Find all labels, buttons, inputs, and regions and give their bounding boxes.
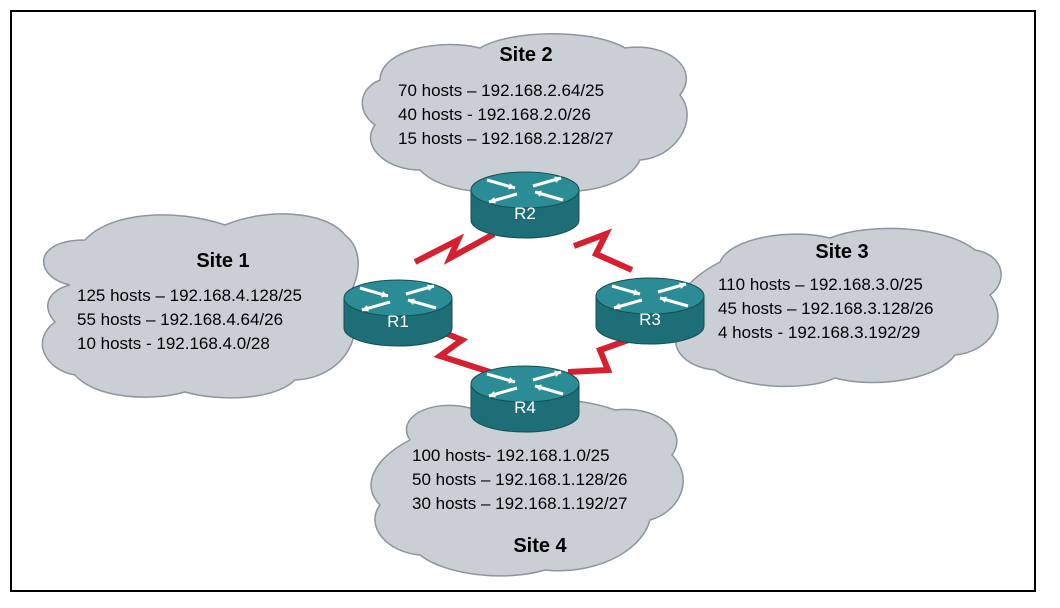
site-1-cloud (41, 213, 359, 399)
site-subnet-line: 10 hosts - 192.168.4.0/28 (77, 334, 270, 353)
site-subnet-line: 125 hosts – 192.168.4.128/25 (77, 286, 302, 305)
router-icon (470, 365, 580, 433)
router-label-r2: R2 (514, 204, 536, 223)
site-3-info: Site 3 110 hosts – 192.168.3.0/25 45 hos… (718, 241, 934, 342)
site-subnet-line: 100 hosts- 192.168.1.0/25 (412, 446, 610, 465)
routers: R1 R2 R3 R4 (343, 171, 705, 433)
router-label-r3: R3 (639, 310, 661, 329)
site-subnet-line: 50 hosts – 192.168.1.128/26 (412, 470, 628, 489)
site-subnet-line: 55 hosts – 192.168.4.64/26 (77, 310, 283, 329)
site-title: Site 4 (513, 535, 567, 557)
site-texts: Site 1 125 hosts – 192.168.4.128/25 55 h… (77, 44, 934, 557)
site-1-info: Site 1 125 hosts – 192.168.4.128/25 55 h… (77, 250, 302, 353)
router-icon (595, 277, 705, 345)
site-subnet-line: 30 hosts – 192.168.1.192/27 (412, 494, 628, 513)
site-title: Site 2 (499, 44, 552, 66)
site-title: Site 3 (815, 241, 868, 263)
router-icon (470, 171, 580, 239)
site-2-cloud (361, 33, 688, 193)
router-label-r1: R1 (387, 312, 409, 331)
router-r4[interactable]: R4 (470, 365, 580, 433)
serial-link-r2-r3 (572, 228, 634, 273)
site-clouds (41, 33, 1002, 577)
site-subnet-line: 15 hosts – 192.168.2.128/27 (398, 129, 614, 148)
router-icon (343, 279, 453, 347)
site-subnet-line: 45 hosts – 192.168.3.128/26 (718, 299, 934, 318)
router-r1[interactable]: R1 (343, 279, 453, 347)
site-subnet-line: 110 hosts – 192.168.3.0/25 (718, 275, 923, 294)
router-r2[interactable]: R2 (470, 171, 580, 239)
site-subnet-line: 4 hosts - 192.168.3.192/29 (718, 323, 920, 342)
serial-link-r3-r4 (567, 335, 635, 375)
serial-link-r1-r2 (413, 231, 496, 265)
router-label-r4: R4 (514, 398, 536, 417)
router-r3[interactable]: R3 (595, 277, 705, 345)
site-title: Site 1 (196, 250, 249, 272)
site-3-cloud (675, 227, 1002, 388)
site-2-info: Site 2 70 hosts – 192.168.2.64/25 40 hos… (398, 44, 614, 148)
site-subnet-line: 40 hosts - 192.168.2.0/26 (398, 105, 591, 124)
site-4-info: 100 hosts- 192.168.1.0/25 50 hosts – 192… (412, 446, 628, 557)
site-subnet-line: 70 hosts – 192.168.2.64/25 (398, 81, 604, 100)
